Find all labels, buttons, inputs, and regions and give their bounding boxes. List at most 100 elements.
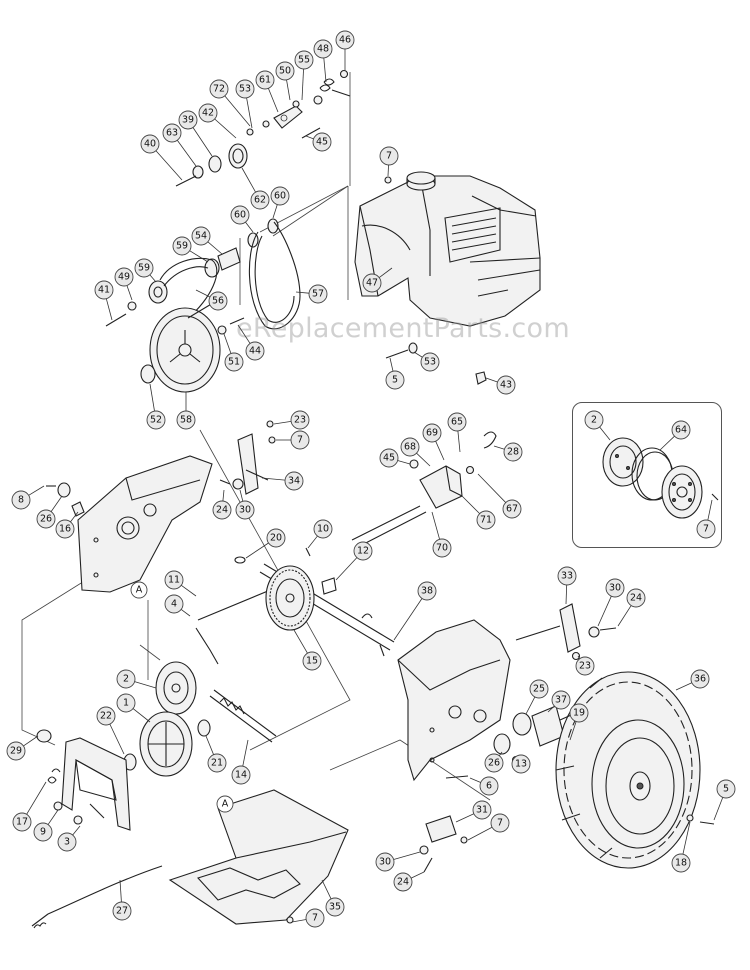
callout-7: 7 bbox=[276, 430, 310, 450]
callout-leader-line bbox=[565, 584, 568, 605]
callout-number: 59 bbox=[138, 263, 150, 274]
callout-number: 16 bbox=[59, 524, 71, 535]
callout-circle bbox=[134, 258, 154, 278]
callout-number: 30 bbox=[239, 505, 251, 516]
callout-number: 7 bbox=[312, 913, 318, 924]
callout-36: 36 bbox=[675, 669, 710, 691]
callout-34: 34 bbox=[261, 471, 304, 491]
callout-leader-line bbox=[293, 629, 308, 654]
callout-41: 41 bbox=[94, 280, 114, 321]
callout-circle bbox=[178, 110, 198, 130]
callout-number: 8 bbox=[18, 495, 24, 506]
callout-70: 70 bbox=[431, 511, 452, 558]
callout-circle bbox=[224, 352, 244, 372]
callout-20: 20 bbox=[245, 528, 286, 559]
callout-50: 50 bbox=[275, 61, 295, 101]
callout-leader-line bbox=[241, 167, 256, 193]
callout-number: 7 bbox=[497, 818, 503, 829]
callout-number: 31 bbox=[476, 805, 488, 816]
callout-number: 42 bbox=[202, 108, 214, 119]
callout-number: 11 bbox=[168, 575, 180, 586]
callout-67: 67 bbox=[477, 473, 522, 519]
callout-circle bbox=[96, 706, 116, 726]
callout-16: 16 bbox=[55, 511, 79, 539]
callout-24: 24 bbox=[393, 871, 425, 892]
callout-number: 69 bbox=[426, 428, 438, 439]
callout-number: 25 bbox=[533, 684, 545, 695]
callout-24: 24 bbox=[617, 588, 646, 627]
callout-23: 23 bbox=[575, 655, 595, 676]
callout-25: 25 bbox=[525, 679, 549, 715]
callout-leader-line bbox=[301, 68, 304, 101]
callout-circle bbox=[208, 291, 228, 311]
callout-27: 27 bbox=[112, 879, 132, 921]
callout-number: 38 bbox=[421, 586, 433, 597]
watermark: eReplacementParts.com bbox=[236, 313, 570, 344]
callout-26: 26 bbox=[36, 495, 63, 529]
callout-circle bbox=[57, 832, 77, 852]
callout-circle bbox=[245, 341, 265, 361]
callout-circle bbox=[6, 741, 26, 761]
callout-leader-line bbox=[286, 79, 291, 101]
callout-45: 45 bbox=[379, 448, 411, 468]
callout-number: 7 bbox=[386, 151, 392, 162]
callout-71: 71 bbox=[461, 495, 496, 530]
callout-circle bbox=[375, 852, 395, 872]
callout-circle bbox=[511, 754, 531, 774]
callout-circle bbox=[212, 500, 232, 520]
callout-leader-line bbox=[50, 495, 63, 512]
callout-leader-line bbox=[195, 289, 211, 298]
callout-circle bbox=[671, 420, 691, 440]
callout-circle bbox=[417, 581, 437, 601]
callout-circle bbox=[172, 236, 192, 256]
callout-33: 33 bbox=[557, 566, 577, 605]
callout-68: 68 bbox=[400, 437, 431, 467]
reference-letter-A: A bbox=[216, 795, 234, 813]
callout-number: 18 bbox=[675, 858, 687, 869]
callout-leader-line bbox=[109, 723, 125, 755]
callout-leader-line bbox=[577, 655, 581, 659]
callout-circle bbox=[379, 448, 399, 468]
callout-circle bbox=[479, 776, 499, 796]
callout-12: 12 bbox=[335, 541, 373, 581]
callout-circle bbox=[12, 812, 32, 832]
callout-number: 3 bbox=[64, 837, 70, 848]
callout-number: 35 bbox=[329, 902, 341, 913]
callout-circle bbox=[275, 61, 295, 81]
callout-leader-line bbox=[410, 871, 425, 879]
callout-circle bbox=[302, 651, 322, 671]
callout-number: 10 bbox=[317, 524, 329, 535]
callout-number: 45 bbox=[383, 453, 395, 464]
callout-leader-line bbox=[155, 150, 183, 181]
callout-circle bbox=[385, 370, 405, 390]
callout-leader-line bbox=[291, 919, 307, 923]
callout-leader-line bbox=[272, 204, 278, 219]
callout-circle bbox=[36, 509, 56, 529]
wheel-and-tire bbox=[555, 671, 715, 869]
callout-30: 30 bbox=[375, 851, 421, 872]
callout-23: 23 bbox=[273, 410, 310, 430]
callout-30: 30 bbox=[235, 489, 255, 520]
reference-letter-circle bbox=[216, 795, 234, 813]
callout-6: 6 bbox=[469, 776, 499, 796]
callout-leader-line bbox=[47, 809, 59, 825]
callout-leader-line bbox=[469, 777, 481, 783]
callout-circle bbox=[696, 519, 716, 539]
callout-number: 40 bbox=[144, 139, 156, 150]
callout-circle bbox=[529, 679, 549, 699]
callout-circle bbox=[146, 410, 166, 430]
callout-leader-line bbox=[393, 598, 423, 641]
callout-58: 58 bbox=[176, 392, 196, 430]
callout-1: 1 bbox=[116, 693, 151, 723]
callout-leader-line bbox=[461, 495, 480, 514]
callout-circle bbox=[11, 490, 31, 510]
callout-leader-line bbox=[222, 489, 225, 502]
callout-circle bbox=[290, 430, 310, 450]
callout-number: 39 bbox=[182, 115, 194, 126]
callout-number: 47 bbox=[366, 278, 378, 289]
callout-leader-line bbox=[119, 879, 122, 903]
callout-circle bbox=[496, 375, 516, 395]
callout-leader-line bbox=[70, 511, 79, 523]
callout-55: 55 bbox=[294, 50, 314, 101]
callout-number: 2 bbox=[123, 674, 129, 685]
